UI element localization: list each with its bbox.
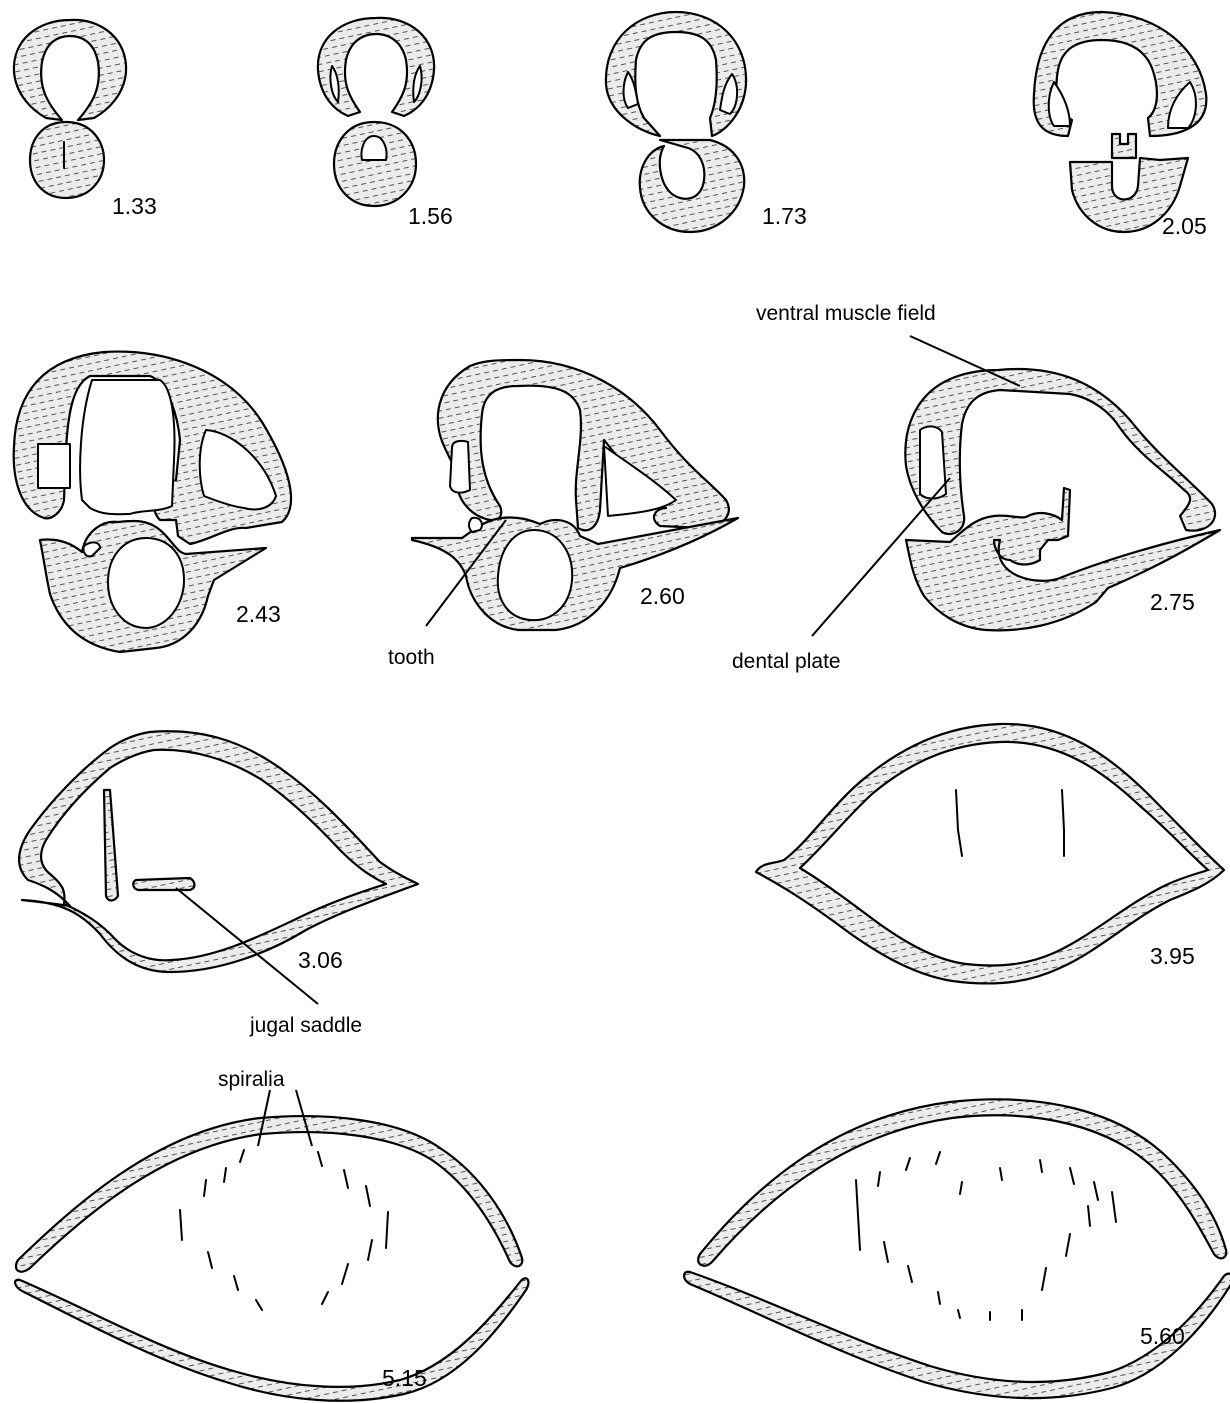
section-1-33 xyxy=(14,20,126,198)
section-5-15 xyxy=(15,1116,528,1401)
annotation-spiralia: spiralia xyxy=(218,1068,285,1091)
annotation-jugal-saddle: jugal saddle xyxy=(249,1014,362,1037)
section-label: 3.06 xyxy=(298,947,343,973)
annotation-dental-plate: dental plate xyxy=(732,650,841,673)
section-label: 1.73 xyxy=(762,203,807,229)
section-5-60 xyxy=(684,1099,1230,1398)
section-2-60 xyxy=(412,360,738,630)
section-label: 2.60 xyxy=(640,583,685,609)
annotation-tooth: tooth xyxy=(388,646,435,669)
annotation-ventral-muscle-field: ventral muscle field xyxy=(756,302,936,325)
spiralia-marks-5-60 xyxy=(856,1152,1116,1320)
section-1-73 xyxy=(606,12,746,232)
section-label: 5.60 xyxy=(1140,1323,1185,1349)
section-label: 1.33 xyxy=(112,193,157,219)
section-label: 5.15 xyxy=(382,1365,427,1391)
leader-jugal-saddle xyxy=(176,888,318,1004)
section-label: 2.05 xyxy=(1162,213,1207,239)
section-label: 3.95 xyxy=(1150,943,1195,969)
section-label: 1.56 xyxy=(408,203,453,229)
section-label: 2.75 xyxy=(1150,589,1195,615)
spiralia-marks-5-15 xyxy=(180,1150,388,1310)
section-1-56 xyxy=(318,18,434,206)
section-label: 2.43 xyxy=(236,601,281,627)
section-2-05 xyxy=(1034,12,1207,232)
section-3-06 xyxy=(19,731,418,972)
